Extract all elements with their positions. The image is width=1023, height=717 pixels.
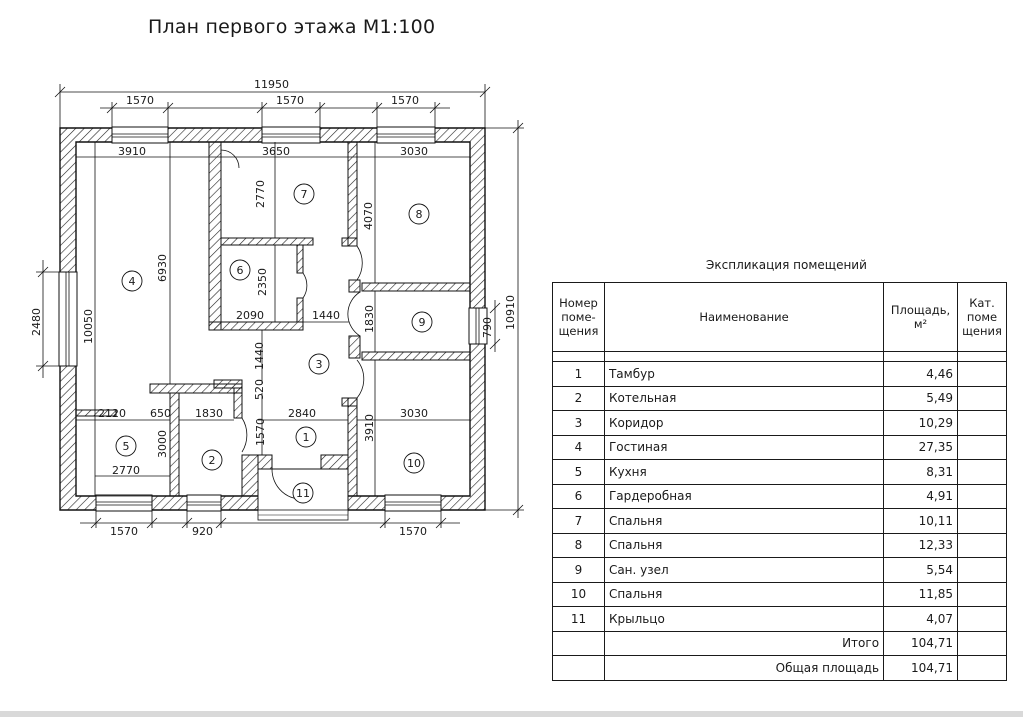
dim-inner-18: 3030: [400, 407, 428, 420]
dim-inner-19: 3000: [156, 430, 169, 458]
dim-inner-15: 650: [150, 407, 171, 420]
dim-inner-12: 1440: [253, 342, 266, 370]
dim-inner-16: 1830: [195, 407, 223, 420]
dim-overall-height: 10910: [504, 295, 517, 330]
dim-inner-17: 2840: [288, 407, 316, 420]
room-number: 3: [316, 358, 323, 371]
dim-inner-21: 3910: [363, 414, 376, 442]
dim-inner-20: 1570: [254, 418, 267, 446]
dim-inner-6: 6930: [156, 254, 169, 282]
dim-inner-7: 10050: [82, 309, 95, 344]
dim-bottom-window-3: 1570: [399, 525, 427, 538]
dim-inner-3: 3030: [400, 145, 428, 158]
interior-walls: [75, 141, 471, 497]
bottom-windows: [95, 494, 442, 512]
dimension-labels: 11950 1570 1570 1570 1570 920 1570 10910…: [30, 78, 517, 538]
dim-inner-22: 2770: [112, 464, 140, 477]
room-number: 6: [237, 264, 244, 277]
room-number: 7: [301, 188, 308, 201]
room-number: 2: [209, 454, 216, 467]
dim-inner-9: 2090: [236, 309, 264, 322]
dim-inner-11: 1830: [363, 305, 376, 333]
header-category: Кат. поме щения: [956, 282, 1008, 352]
room-number: 5: [123, 440, 130, 453]
dim-inner-8: 2350: [256, 268, 269, 296]
room-number: 1: [303, 431, 310, 444]
dim-inner-1: 3910: [118, 145, 146, 158]
table-row: [552, 351, 1008, 362]
dim-inner-2: 3650: [262, 145, 290, 158]
overall-value: 104,71: [883, 655, 958, 681]
room-number: 11: [296, 487, 310, 500]
total-value: 104,71: [883, 630, 958, 656]
dim-right-small: 790: [481, 317, 494, 338]
dim-inner-13: 520: [253, 379, 266, 400]
header-area: Площадь, м²: [883, 282, 958, 352]
explication-table: Номер поме-щения Наименование Площадь, м…: [552, 282, 1008, 681]
dim-top-window-2: 1570: [276, 94, 304, 107]
room-number-labels: 1 2 3 4 5 6 7 8 9 10 11: [123, 188, 426, 500]
header-number: Номер поме-щения: [552, 282, 605, 352]
room-number: 4: [129, 275, 136, 288]
dim-top-window-1: 1570: [126, 94, 154, 107]
dim-inner-5: 4070: [362, 202, 375, 230]
dim-top-window-3: 1570: [391, 94, 419, 107]
room-number: 9: [419, 316, 426, 329]
drawing-title: План первого этажа М1:100: [148, 16, 436, 38]
dim-bottom-window-2: 920: [192, 525, 213, 538]
overall-label: Общая площадь: [603, 655, 885, 681]
room-number: 10: [407, 457, 421, 470]
room-markers: [115, 183, 433, 504]
dim-inner-14: 2120: [98, 407, 126, 420]
table-header-row: Номер поме-щения Наименование Площадь, м…: [552, 282, 1008, 352]
dim-inner-4: 2770: [254, 180, 267, 208]
dim-left-height: 2480: [30, 308, 43, 336]
bottom-strip: [0, 711, 1023, 717]
explication-title: Экспликация помещений: [706, 258, 867, 272]
dim-inner-10: 1440: [312, 309, 340, 322]
dim-overall-width: 11950: [254, 78, 289, 91]
dim-bottom-window-1: 1570: [110, 525, 138, 538]
top-windows: [111, 126, 436, 144]
header-name: Наименование: [603, 282, 885, 352]
room-number: 8: [416, 208, 423, 221]
total-label: Итого: [603, 630, 885, 656]
